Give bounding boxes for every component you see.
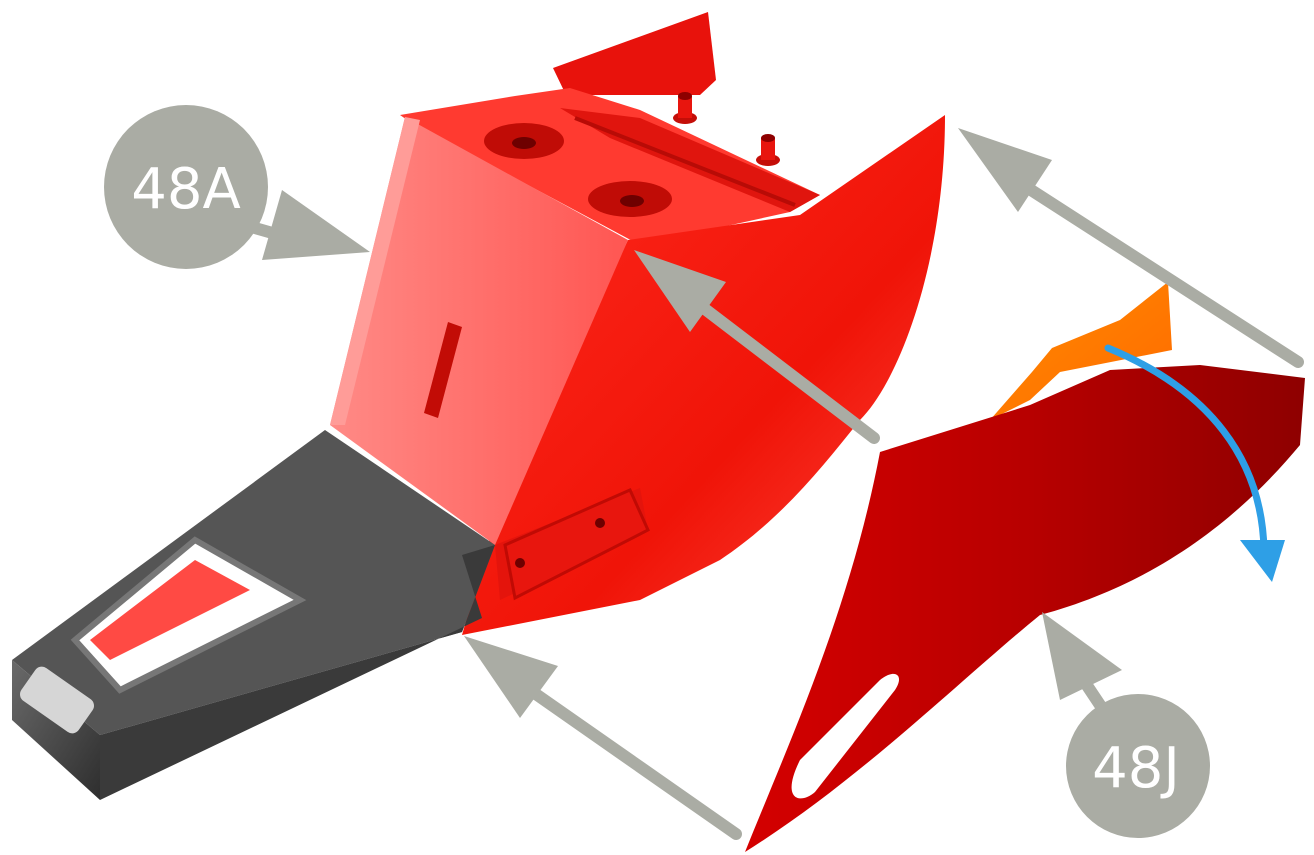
callout-48a: 48A	[104, 105, 268, 269]
arrow-to-48a-bottom	[464, 636, 736, 834]
part-48a-tab-hole	[515, 558, 525, 568]
part-48a-back-plate	[553, 12, 716, 95]
callout-48j: 48J	[1066, 694, 1210, 838]
part-48a-tab-hole	[595, 518, 605, 528]
callout-48j-label: 48J	[1092, 736, 1180, 801]
callout-48a-label: 48A	[131, 157, 241, 222]
